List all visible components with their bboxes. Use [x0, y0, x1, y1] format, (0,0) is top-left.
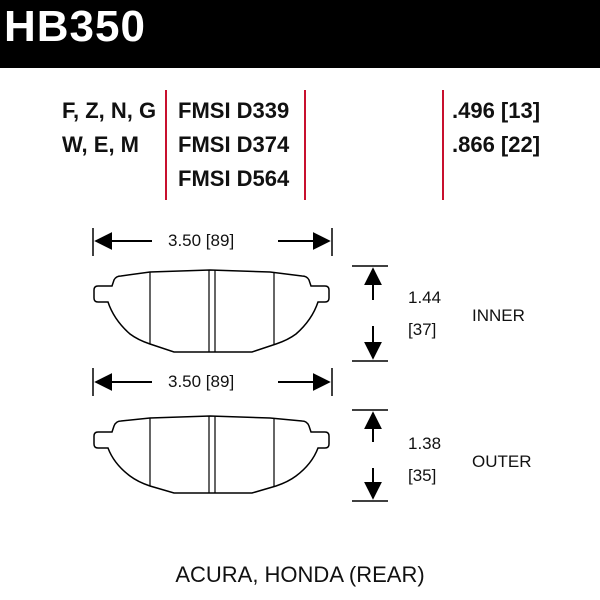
outer-pad-label: OUTER: [472, 452, 532, 471]
outer-height-mm: [35]: [408, 466, 437, 485]
outer-pad-outline: [93, 415, 330, 494]
thickness-1: .496 [13]: [452, 98, 541, 123]
header-bar: HB350: [0, 0, 600, 68]
inner-height-inches: 1.44: [408, 288, 442, 307]
outer-width-label: 3.50 [89]: [168, 372, 235, 391]
fmsi-code-3: FMSI D564: [178, 166, 290, 191]
inner-width-label: 3.50 [89]: [168, 231, 235, 250]
part-number: HB350: [4, 2, 146, 51]
compound-line-2: W, E, M: [62, 132, 139, 157]
thickness-2: .866 [22]: [452, 132, 541, 157]
fmsi-code-2: FMSI D374: [178, 132, 290, 157]
inner-pad-outline: [93, 269, 330, 353]
fmsi-code-1: FMSI D339: [178, 98, 290, 123]
inner-pad-label: INNER: [472, 306, 525, 325]
application-title: ACURA, HONDA (REAR): [175, 562, 425, 587]
inner-height-mm: [37]: [408, 320, 437, 339]
compound-line-1: F, Z, N, G: [62, 98, 157, 123]
outer-height-inches: 1.38: [408, 434, 442, 453]
